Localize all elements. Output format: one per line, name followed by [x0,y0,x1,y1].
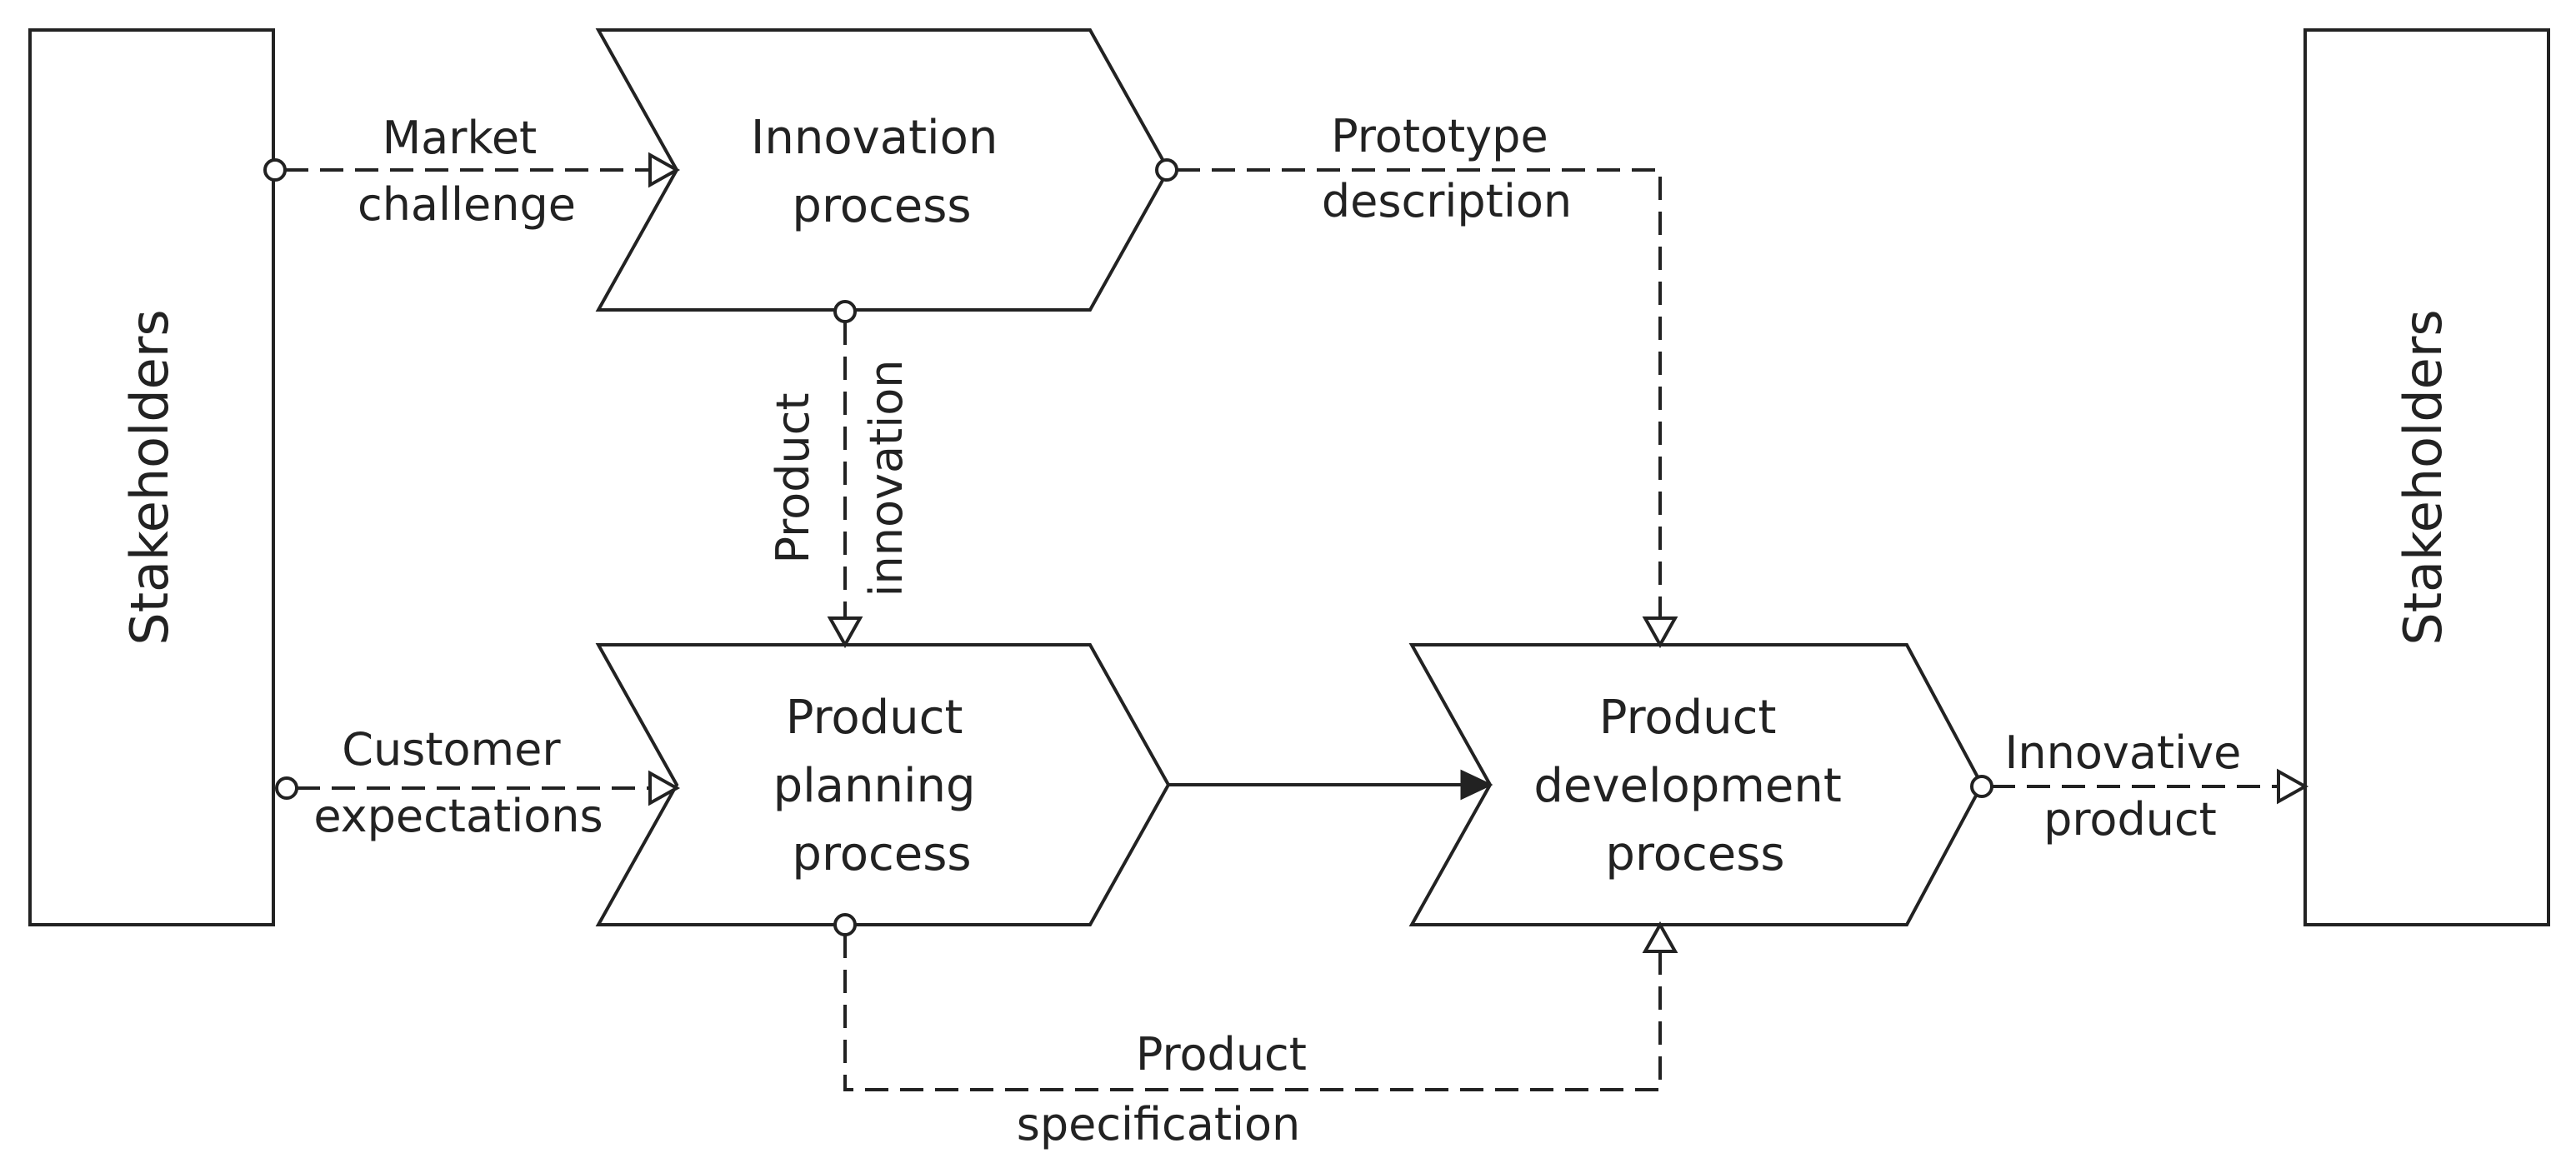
output-port [1970,775,1993,798]
output-port [275,776,298,800]
output-port [833,913,857,936]
product-specification-label: Product specification [1017,1028,1321,1151]
stakeholders-left-box[interactable] [28,28,275,926]
output-port [1155,158,1178,182]
filled-arrowhead [1460,769,1493,801]
stakeholders-right-box[interactable] [2303,28,2550,926]
open-arrowhead [1642,921,1678,953]
product-innovation-label-line2: innovation [860,360,913,597]
open-arrowhead [2277,768,2309,805]
innovation-process-chevron[interactable] [595,28,1171,312]
stakeholders-left-label: Stakeholders [119,309,180,645]
product-planning-process-label: Product planning process [773,691,991,881]
prototype-description-flow[interactable] [1155,158,1678,649]
product-specification-flow[interactable] [833,913,1678,1091]
open-arrowhead [1642,616,1678,649]
product-innovation-label-line1: Product [767,392,819,563]
stakeholders-right-label: Stakeholders [2393,309,2453,645]
product-development-process-label: Product development process [1533,691,1856,881]
product-planning-process-chevron[interactable] [595,643,1171,926]
customer-expectations-label: Customer expectations [313,723,603,842]
innovative-product-flow[interactable] [1970,768,2309,805]
output-port [263,158,287,182]
innovation-process-label: Innovation process [751,111,1013,233]
market-challenge-flow[interactable] [263,152,681,188]
open-arrowhead [827,616,863,649]
customer-expectations-flow[interactable] [275,770,681,806]
prototype-description-label: Prototype description [1322,110,1572,227]
open-arrowhead [648,152,681,188]
market-challenge-label: Market challenge [358,112,576,231]
output-port [833,300,857,323]
product-innovation-flow[interactable] [827,300,863,649]
open-arrowhead [648,770,681,806]
planning-to-development-flow[interactable] [1168,769,1493,801]
innovative-product-label: Innovative product [2005,726,2256,846]
